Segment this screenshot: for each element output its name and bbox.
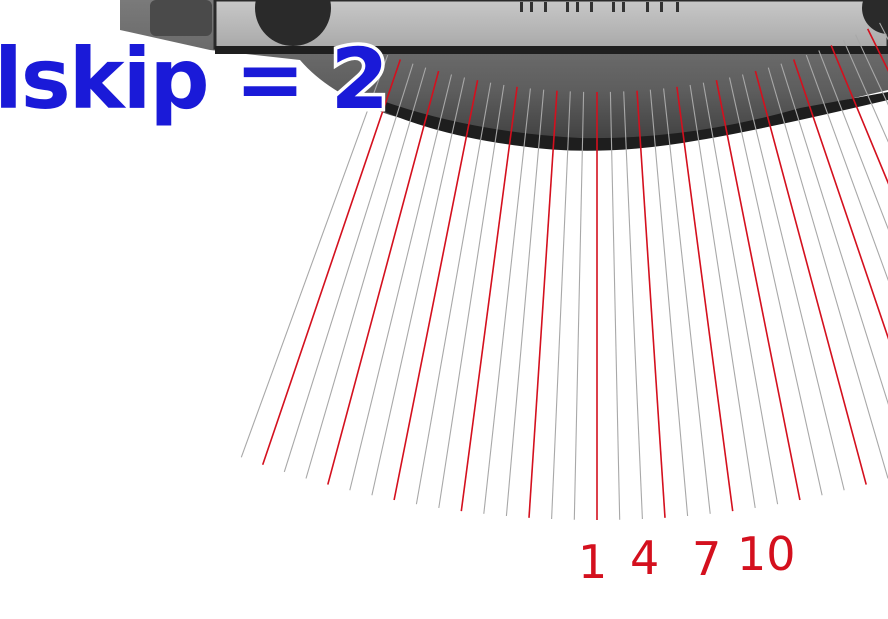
ray: [689, 84, 756, 508]
scanner-side-block: [150, 0, 212, 36]
highlighted-ray: [261, 59, 402, 466]
highlighted-ray: [754, 70, 867, 485]
ray: [483, 88, 531, 514]
ray: [818, 50, 888, 230]
scanner-panel-markings: [520, 2, 679, 12]
ray: [371, 77, 466, 496]
ray-label-7: 7: [692, 532, 721, 586]
highlighted-ray: [792, 59, 888, 340]
ray: [283, 63, 414, 473]
scanner-illustration: [120, 0, 888, 151]
ray-label-4: 4: [630, 531, 659, 585]
ray-label-1: 1: [578, 535, 607, 589]
scanner-inner-shadow: [380, 92, 888, 151]
ray: [505, 89, 545, 517]
ray: [702, 82, 779, 505]
ray: [741, 74, 845, 491]
ray: [842, 39, 888, 143]
ray: [805, 54, 888, 282]
highlighted-ray: [460, 86, 518, 512]
ray-labels: 1 4 7 10: [578, 527, 796, 589]
ray: [623, 91, 643, 520]
scanner-knob: [255, 0, 331, 46]
ray: [728, 77, 823, 496]
ray: [649, 89, 689, 517]
highlighted-ray: [327, 70, 440, 485]
ray: [551, 91, 571, 520]
fan-rays: [240, 22, 888, 520]
ray: [240, 54, 389, 458]
ray: [780, 63, 888, 405]
skip-parameter-title: lskip = 2: [0, 30, 387, 128]
ray: [663, 88, 711, 514]
ray: [609, 91, 621, 520]
ray: [415, 82, 492, 505]
ray: [349, 74, 453, 491]
ray: [438, 84, 505, 508]
ray: [573, 91, 585, 520]
highlighted-ray: [393, 80, 479, 501]
scanner-panel-base: [215, 46, 888, 54]
highlighted-ray: [715, 80, 801, 501]
highlighted-ray: [676, 86, 734, 512]
ray-label-10: 10: [737, 527, 796, 581]
highlighted-ray: [636, 90, 666, 518]
ray: [767, 67, 888, 479]
ray: [305, 67, 427, 479]
highlighted-ray: [830, 45, 888, 185]
highlighted-ray: [528, 90, 558, 518]
ray: [855, 34, 888, 106]
